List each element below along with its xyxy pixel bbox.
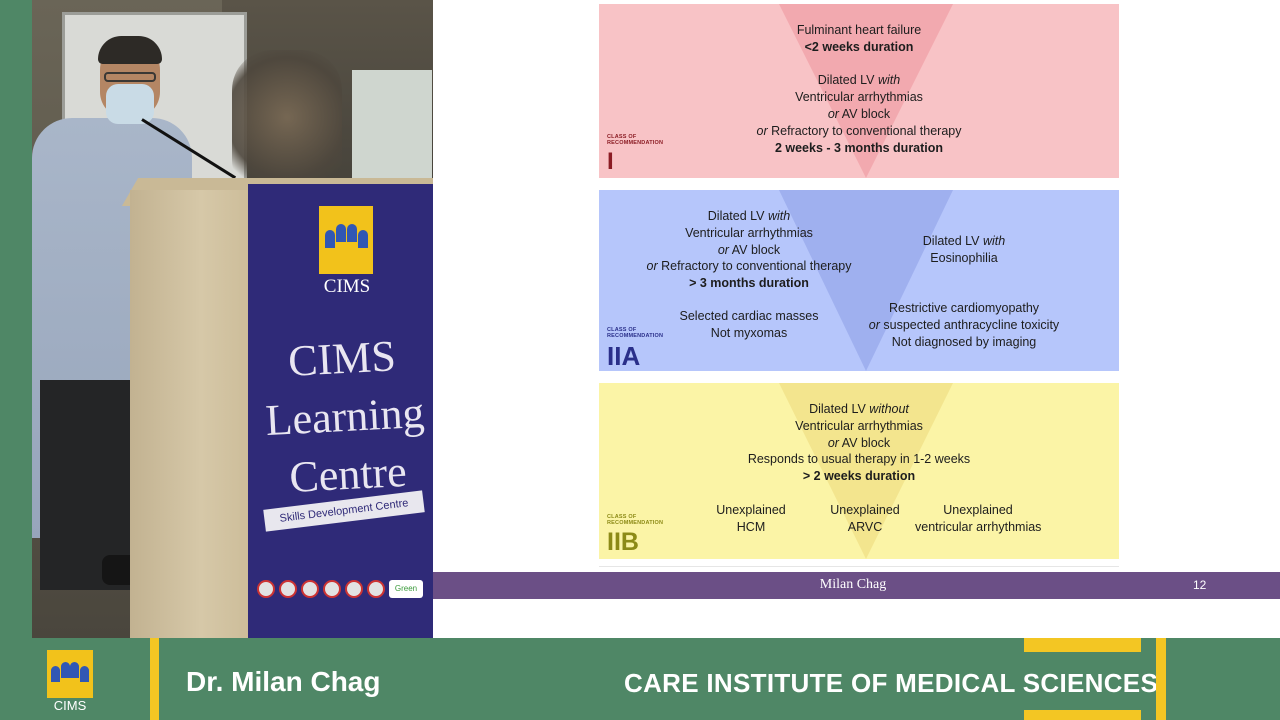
class-i-text: Fulminant heart failure <2 weeks duratio… xyxy=(756,23,962,155)
class-iia-right-text: Dilated LV with Eosinophilia xyxy=(922,234,1006,265)
cims-logo-icon xyxy=(319,206,373,274)
institute-name: CARE INSTITUTE OF MEDICAL SCIENCES xyxy=(624,668,1159,698)
presentation-slide: Fulminant heart failure <2 weeks duratio… xyxy=(433,0,1280,638)
accent-bar xyxy=(1156,638,1166,720)
podium-badges: Green xyxy=(257,580,432,614)
frame-left xyxy=(0,0,32,638)
class-label: CLASS OF RECOMMENDATION xyxy=(607,327,664,339)
lower-logo-text: CIMS xyxy=(53,698,87,713)
badge-icon xyxy=(301,580,319,598)
face-mask xyxy=(106,84,154,124)
frame-right xyxy=(1232,0,1280,638)
class-iib-arrhythmias: Unexplained ventricular arrhythmias xyxy=(915,503,1042,534)
class-iib-panel: Dilated LV without Ventricular arrhythmi… xyxy=(599,383,1119,559)
podium-side xyxy=(130,190,248,638)
speaker-hair xyxy=(98,36,162,64)
class-iia-left-text: Dilated LV with Ventricular arrhythmias … xyxy=(646,209,852,291)
class-iib-arvc: Unexplained ARVC xyxy=(830,503,900,534)
class-iia-restrictive-text: Restrictive cardiomyopathy or suspected … xyxy=(868,301,1060,349)
blurred-attendee xyxy=(232,50,342,200)
badge-icon xyxy=(257,580,275,598)
badge-icon xyxy=(345,580,363,598)
slide-footer-bar xyxy=(433,572,1280,599)
class-label: CLASS OF RECOMMENDATION xyxy=(607,514,664,526)
podium-logo-text: CIMS xyxy=(323,276,371,297)
divider xyxy=(599,566,1119,567)
class-iib-hcm: Unexplained HCM xyxy=(716,503,786,534)
badge-icon xyxy=(323,580,341,598)
class-i-badge: I xyxy=(607,148,614,175)
class-iib-badge: IIB xyxy=(607,528,639,556)
class-iia-masses-text: Selected cardiac masses Not myxomas xyxy=(679,309,819,340)
badge-icon xyxy=(367,580,385,598)
class-iia-panel: Dilated LV with Ventricular arrhythmias … xyxy=(599,190,1119,371)
slide-footer-author: Milan Chag xyxy=(819,577,887,592)
accent-bar xyxy=(150,638,159,720)
cims-logo-icon xyxy=(47,650,93,698)
accent-bar xyxy=(1024,638,1141,652)
speaker-name: Dr. Milan Chag xyxy=(186,666,381,697)
slide-page-number: 12 xyxy=(1193,578,1207,592)
class-iia-badge: IIA xyxy=(607,341,641,371)
speaker-video: CIMS CIMS Learning Centre Skills Develop… xyxy=(32,0,433,638)
class-i-panel: Fulminant heart failure <2 weeks duratio… xyxy=(599,4,1119,178)
background-screen xyxy=(352,70,432,190)
class-label: CLASS OF RECOMMENDATION xyxy=(607,134,664,146)
podium-title: CIMS Learning Centre xyxy=(264,331,426,502)
class-iib-text: Dilated LV without Ventricular arrhythmi… xyxy=(747,402,971,484)
accent-bar xyxy=(1024,710,1141,720)
green-badge: Green xyxy=(389,580,423,598)
badge-icon xyxy=(279,580,297,598)
glasses xyxy=(104,72,156,82)
